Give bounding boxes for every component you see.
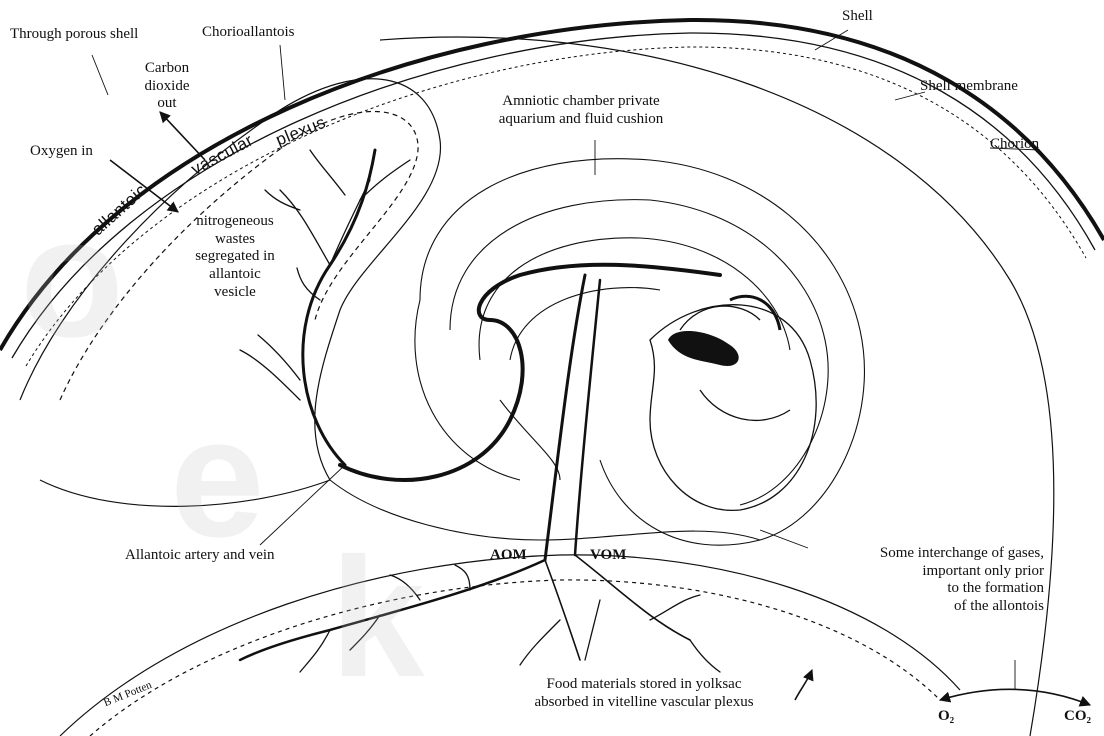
label-o2: O₂ xyxy=(938,708,954,726)
label-allantoic-artery-vein: Allantoic artery and vein xyxy=(125,547,275,565)
label-oxygen-in: Oxygen in xyxy=(30,143,93,161)
label-shell: Shell xyxy=(842,8,873,26)
label-gas-interchange: Some interchange of gases, important onl… xyxy=(818,545,1044,616)
label-carbon-dioxide-out: Carbon dioxide out xyxy=(138,60,196,113)
label-shell-membrane: Shell membrane xyxy=(920,78,1018,96)
label-vom: VOM xyxy=(590,547,626,565)
label-chorion: Chorion xyxy=(990,136,1039,154)
label-co2: CO₂ xyxy=(1064,708,1091,726)
label-amniotic-chamber: Amniotic chamber private aquarium and fl… xyxy=(475,93,687,128)
watermark-letter: k xyxy=(330,520,425,716)
label-nitrogenous-wastes: nitrogeneous wastes segregated in allant… xyxy=(176,213,294,301)
embryo-heart xyxy=(668,331,739,366)
label-aom: AOM xyxy=(490,547,527,565)
label-food-materials: Food materials stored in yolksac absorbe… xyxy=(496,676,792,711)
label-chorioallantois: Chorioallantois xyxy=(202,24,295,42)
embryo xyxy=(650,296,816,510)
label-through-porous-shell: Through porous shell xyxy=(10,26,138,44)
vitelline-plexus xyxy=(240,555,720,672)
chorion-line xyxy=(380,37,1054,736)
